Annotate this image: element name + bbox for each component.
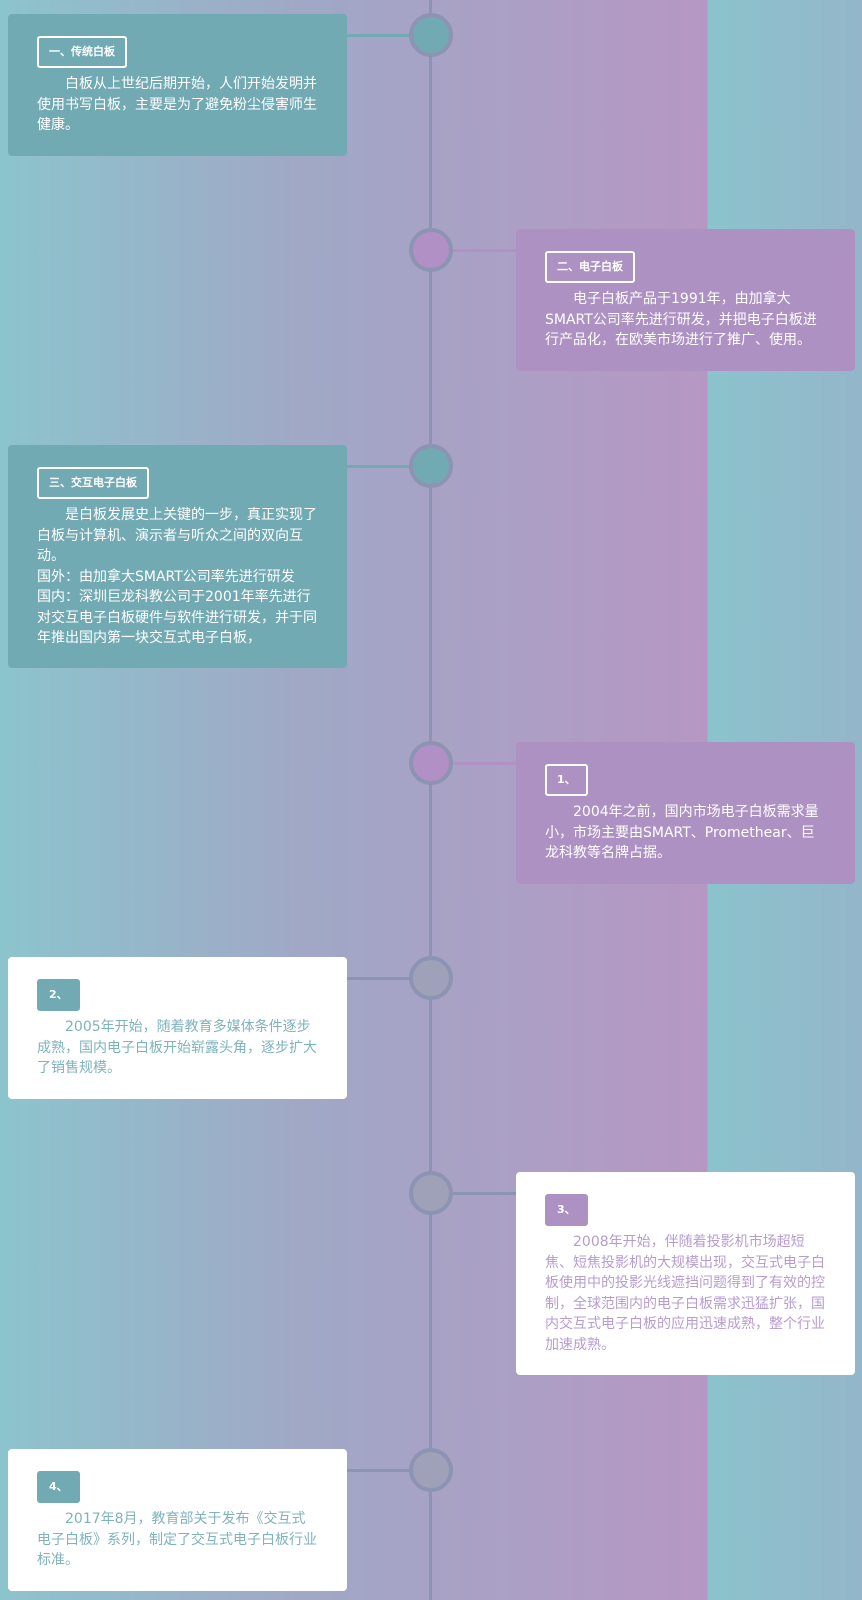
card-text: 2008年开始，伴随着投影机市场超短焦、短焦投影机的大规模出现，交互式电子白板使… bbox=[545, 1234, 825, 1353]
timeline-card-step-4: 4、 2017年8月，教育部关于发布《交互式电子白板》系列，制定了交互式电子白板… bbox=[8, 1449, 347, 1591]
timeline-card-step-2: 2、 2005年开始，随着教育多媒体条件逐步成熟，国内电子白板开始崭露头角，逐步… bbox=[8, 957, 347, 1099]
timeline-node bbox=[409, 1171, 453, 1215]
card-title-badge: 一、传统白板 bbox=[37, 36, 127, 68]
card-text: 是白板发展史上关键的一步，真正实现了白板与计算机、演示者与听众之间的双向互动。 bbox=[37, 507, 317, 564]
card-text: 2017年8月，教育部关于发布《交互式电子白板》系列，制定了交互式电子白板行业标… bbox=[37, 1511, 317, 1568]
card-title-badge: 2、 bbox=[37, 979, 80, 1011]
card-title-badge: 三、交互电子白板 bbox=[37, 467, 149, 499]
card-text: 2005年开始，随着教育多媒体条件逐步成熟，国内电子白板开始崭露头角，逐步扩大了… bbox=[37, 1019, 317, 1076]
timeline-card-interactive-whiteboard: 三、交互电子白板 是白板发展史上关键的一步，真正实现了白板与计算机、演示者与听众… bbox=[8, 445, 347, 668]
timeline-node bbox=[409, 956, 453, 1000]
timeline-node bbox=[409, 741, 453, 785]
timeline-node bbox=[409, 444, 453, 488]
timeline-node bbox=[409, 13, 453, 57]
connector-line bbox=[451, 249, 517, 252]
connector-line bbox=[451, 1192, 517, 1195]
card-title-badge: 1、 bbox=[545, 764, 588, 796]
timeline-card-traditional-whiteboard: 一、传统白板 白板从上世纪后期开始，人们开始发明并使用书写白板，主要是为了避免粉… bbox=[8, 14, 347, 156]
connector-line bbox=[347, 1469, 411, 1472]
card-title-badge: 二、电子白板 bbox=[545, 251, 635, 283]
card-text-overseas: 国外：由加拿大SMART公司率先进行研发 bbox=[37, 568, 295, 585]
card-text-domestic: 国内：深圳巨龙科教公司于2001年率先进行对交互电子白板硬件与软件进行研发，并于… bbox=[37, 589, 317, 646]
timeline-node bbox=[409, 228, 453, 272]
timeline-line bbox=[429, 0, 432, 1600]
card-title-badge: 3、 bbox=[545, 1194, 588, 1226]
timeline-card-step-1: 1、 2004年之前，国内市场电子白板需求量小，市场主要由SMART、Prome… bbox=[516, 742, 855, 884]
card-text: 白板从上世纪后期开始，人们开始发明并使用书写白板，主要是为了避免粉尘侵害师生健康… bbox=[37, 76, 317, 133]
connector-line bbox=[347, 977, 411, 980]
connector-line bbox=[347, 465, 411, 468]
card-title-badge: 4、 bbox=[37, 1471, 80, 1503]
timeline-node bbox=[409, 1448, 453, 1492]
connector-line bbox=[451, 762, 517, 765]
timeline-card-electronic-whiteboard: 二、电子白板 电子白板产品于1991年，由加拿大SMART公司率先进行研发，并把… bbox=[516, 229, 855, 371]
card-text: 2004年之前，国内市场电子白板需求量小，市场主要由SMART、Promethe… bbox=[545, 804, 819, 861]
card-text: 电子白板产品于1991年，由加拿大SMART公司率先进行研发，并把电子白板进行产… bbox=[545, 291, 817, 348]
timeline-card-step-3: 3、 2008年开始，伴随着投影机市场超短焦、短焦投影机的大规模出现，交互式电子… bbox=[516, 1172, 855, 1375]
connector-line bbox=[347, 34, 411, 37]
